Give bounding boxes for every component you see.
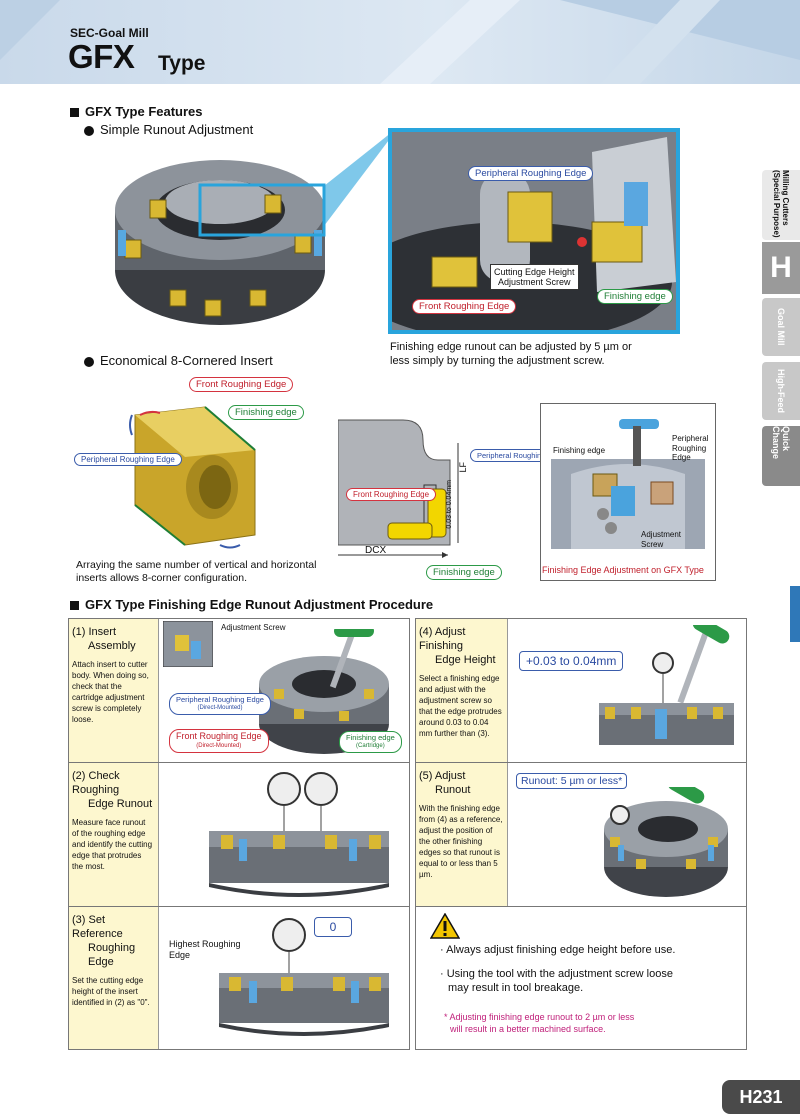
warning-icon: [430, 913, 460, 939]
gap-label: 0.03 to 0.04mm: [446, 480, 453, 529]
insert-illustration: [129, 406, 256, 549]
step2-desc: Measure face runout of the roughing edge…: [72, 818, 153, 871]
zoom-peripheral-label: Peripheral Roughing Edge: [468, 166, 594, 181]
insert-peripheral-label: Peripheral Roughing Edge: [74, 453, 182, 466]
page-number: H231: [722, 1080, 800, 1114]
step5-value: Runout: 5 µm or less*: [516, 773, 628, 789]
section-front-label: Front Roughing Edge: [346, 488, 437, 501]
tab-quick-change[interactable]: Quick Change: [762, 426, 800, 486]
adjustment-art: [551, 419, 705, 549]
series-name: SEC-Goal Mill: [70, 26, 149, 40]
step5-desc: With the finishing edge from (4) as a re…: [419, 804, 503, 879]
zoom-screw-label: Cutting Edge Height Adjustment Screw: [490, 264, 579, 290]
dcx-label: DCX: [365, 545, 387, 556]
adjust-peripheral-label: Peripheral Roughing Edge: [672, 434, 709, 462]
section-diagram: [338, 419, 459, 558]
step5-cutter: [604, 787, 728, 897]
procedure-heading: GFX Type Finishing Edge Runout Adjustmen…: [70, 597, 433, 612]
zoom-front-label: Front Roughing Edge: [412, 299, 517, 314]
step3-cutter: [219, 918, 389, 1036]
warning-note: * Adjusting finishing edge runout to 2 µ…: [444, 1012, 635, 1034]
warning-line-1: · Always adjust finishing edge height be…: [440, 944, 676, 956]
step1-desc: Attach insert to cutter body. When doing…: [72, 660, 149, 724]
zoom-caption: Finishing edge runout can be adjusted by…: [390, 341, 632, 367]
step3-value: 0: [314, 917, 352, 937]
zoom-finishing-label: Finishing edge: [597, 289, 673, 304]
page-title: GFX: [68, 38, 135, 75]
step1-finishing-label: Finishing edge(Cartridge): [339, 731, 402, 753]
bullet-economical-insert: Economical 8-Cornered Insert: [84, 353, 273, 368]
step4-desc: Select a finishing edge and adjust with …: [419, 674, 502, 738]
tab-goal-mill[interactable]: Goal Mill: [762, 298, 800, 356]
adjustment-box: [540, 403, 716, 581]
warning-line-2: · Using the tool with the adjustment scr…: [440, 968, 673, 994]
insert-finishing-label: Finishing edge: [228, 405, 304, 420]
zoom-connector: [324, 132, 392, 226]
page-title-suffix: Type: [158, 52, 206, 75]
insert-caption: Arraying the same number of vertical and…: [76, 559, 317, 584]
warning-cell: · Always adjust finishing edge height be…: [415, 906, 747, 1050]
adjust-caption: Finishing Edge Adjustment on GFX Type: [542, 565, 704, 575]
header-pattern: [0, 0, 800, 84]
step1-inset: [163, 621, 213, 667]
step1-peripheral-label: Peripheral Roughing Edge(Direct-Mounted): [169, 693, 271, 715]
tab-milling-cutters[interactable]: Milling Cutters (Special Purpose): [762, 170, 800, 240]
step4-value: +0.03 to 0.04mm: [519, 651, 624, 671]
lf-label: LF: [458, 462, 468, 473]
step1-screw-label: Adjustment Screw: [221, 623, 286, 632]
insert-front-label: Front Roughing Edge: [189, 377, 294, 392]
section-marker: [790, 586, 800, 642]
page-header: [0, 0, 800, 84]
adjust-screw-label: Adjustment Screw: [641, 530, 682, 549]
tab-high-feed[interactable]: High-Feed: [762, 362, 800, 420]
adjust-finishing-label: Finishing edge: [553, 446, 606, 455]
cutter-illustration: [115, 160, 326, 325]
bullet-simple-runout: Simple Runout Adjustment: [84, 122, 253, 137]
step3-desc: Set the cutting edge height of the inser…: [72, 976, 150, 1007]
step1-front-label: Front Roughing Edge(Direct-Mounted): [169, 729, 269, 753]
step2-cutter: [209, 772, 389, 897]
features-heading: GFX Type Features: [70, 104, 203, 119]
step4-cutter: [599, 625, 734, 745]
section-finishing-label: Finishing edge: [426, 565, 502, 580]
tab-letter-h[interactable]: H: [762, 242, 800, 294]
